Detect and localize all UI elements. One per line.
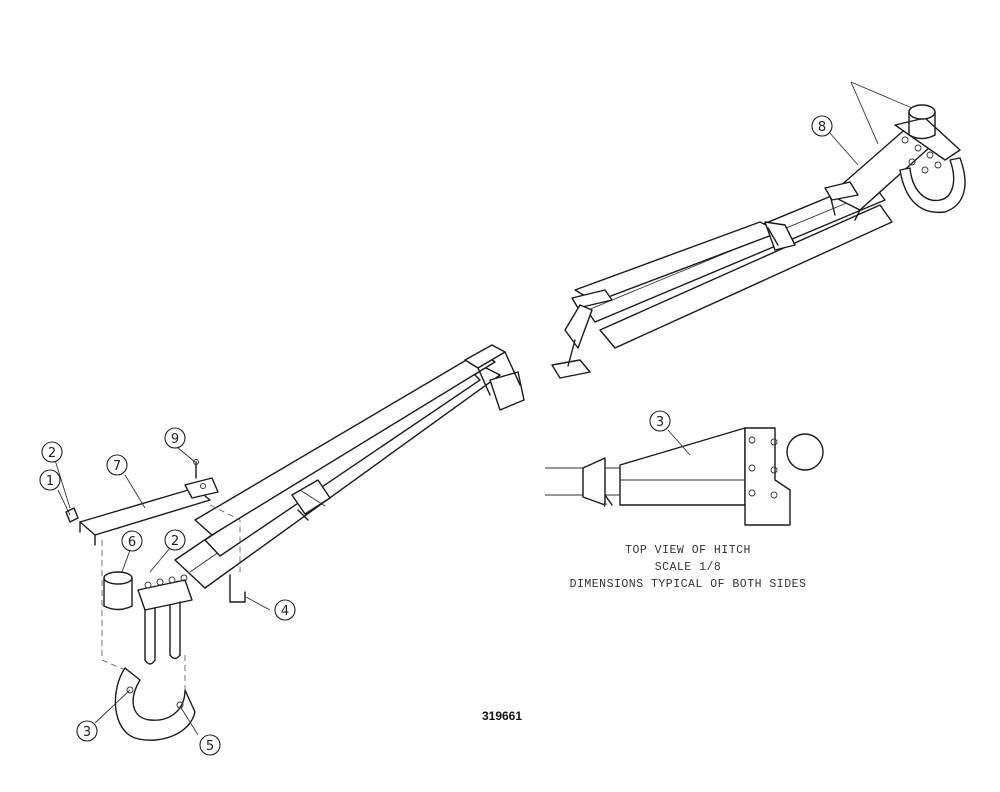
svg-text:7: 7 [113,459,121,474]
hitch-u-strap [899,157,966,214]
u-bracket-5 [114,667,196,741]
callout-8: 8 [811,115,833,137]
hitch-section-end-bracket [551,289,613,379]
lynch-pin-4 [229,574,246,603]
main-tongue-tube [174,351,501,589]
hitch-mount-cylinder [908,104,936,140]
bolt-1 [65,507,79,523]
clamp-bolt-assembly [137,574,193,665]
part-number: 319661 [482,709,522,723]
svg-text:6: 6 [128,535,136,550]
hitch-clevis-assembly [824,117,961,221]
svg-text:+: + [601,499,608,512]
callout-6: 6 [121,530,143,552]
leader-lines [54,81,913,736]
callout-2-mid: 2 [164,529,186,551]
detail-note-line-1: TOP VIEW OF HITCH [625,544,751,557]
svg-text:8: 8 [818,120,826,135]
hitch-tube-section [574,179,893,349]
tube-mid-bracket [291,479,331,521]
callout-1: 1 [39,469,61,491]
mount-block-6 [103,571,133,611]
svg-text:2: 2 [171,534,179,549]
detail-note: TOP VIEW OF HITCH SCALE 1/8 DIMENSIONS T… [570,544,807,591]
svg-text:9: 9 [171,432,179,447]
assembly-dash-lines [101,504,241,695]
callout-2-top-left: 2 [41,441,63,463]
tube-end-bracket [464,344,525,411]
svg-text:3: 3 [656,415,664,430]
hitch-section-mid-bracket [764,221,796,251]
bolt-9 [193,459,199,479]
callout-3-bottom-left: 3 [76,720,98,742]
callout-3-detail: 3 [649,410,671,432]
top-view-detail: + [545,427,824,526]
callout-7: 7 [106,454,128,476]
detail-note-line-3: DIMENSIONS TYPICAL OF BOTH SIDES [570,578,807,591]
svg-text:3: 3 [83,725,91,740]
mounting-plate [79,477,219,546]
callout-9: 9 [164,427,186,449]
callout-5: 5 [199,734,221,756]
detail-note-line-2: SCALE 1/8 [655,561,722,574]
svg-text:1: 1 [46,474,54,489]
svg-text:5: 5 [206,739,214,754]
svg-text:2: 2 [48,446,56,461]
callout-4: 4 [274,599,296,621]
svg-text:4: 4 [281,604,289,619]
